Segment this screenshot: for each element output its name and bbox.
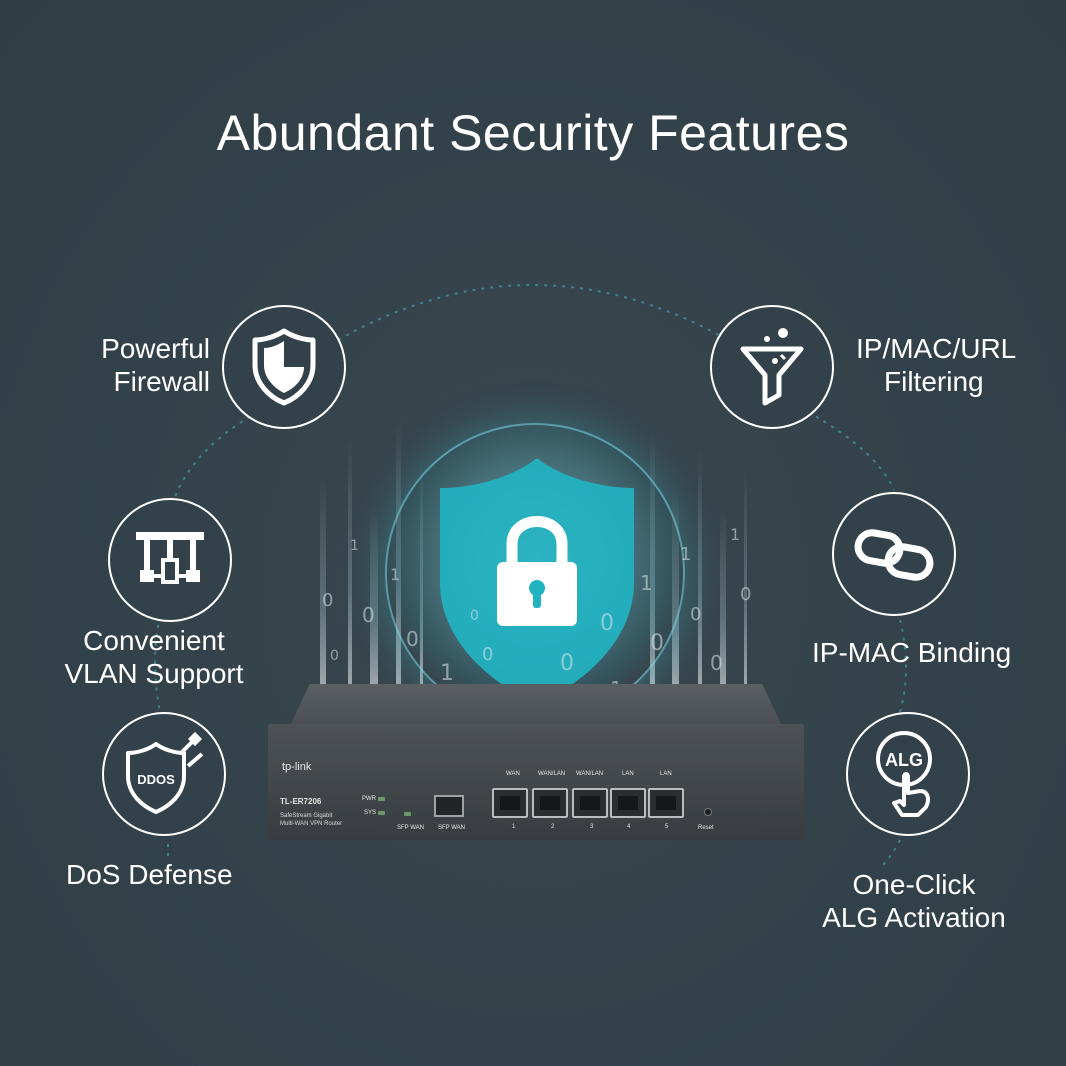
port-label-4: LAN xyxy=(622,771,634,777)
port-label-2: WAN/LAN xyxy=(538,771,566,777)
chain-link-icon xyxy=(854,529,934,581)
ethernet-port-5 xyxy=(648,788,684,818)
led-sfp-indicator xyxy=(404,812,411,816)
ethernet-port-4 xyxy=(610,788,646,818)
feature-circle-binding xyxy=(832,492,956,616)
ethernet-port-1 xyxy=(492,788,528,818)
binary-digit: 1 xyxy=(640,571,653,595)
binary-digit: 0 xyxy=(600,611,614,636)
binary-digit: 1 xyxy=(680,544,691,565)
led-pwr-label: PWR xyxy=(362,796,376,802)
shield-icon xyxy=(252,328,316,406)
ddos-badge-text: DDOS xyxy=(137,772,175,787)
binary-digit: 0 xyxy=(362,603,375,627)
port-label-5: LAN xyxy=(660,771,672,777)
binary-digit: 0 xyxy=(470,608,479,624)
binary-digit: 1 xyxy=(440,661,454,686)
arc-top-segment xyxy=(337,284,729,341)
binary-digit: 0 xyxy=(482,644,493,665)
feature-label-filtering: IP/MAC/URL Filtering xyxy=(856,332,1016,398)
port-number-2: 2 xyxy=(551,824,555,830)
led-sys-label: SYS xyxy=(364,810,377,816)
feature-label-line: ALG Activation xyxy=(822,902,1006,933)
ddos-shield-icon: DDOS xyxy=(126,732,204,814)
binary-digit: 0 xyxy=(406,627,419,651)
arc-right-lower-segment xyxy=(899,619,907,713)
router-top-panel xyxy=(290,684,782,726)
ethernet-port-2 xyxy=(532,788,568,818)
feature-label-line: Convenient xyxy=(83,625,225,656)
feature-label-line: One-Click xyxy=(852,869,976,900)
feature-circle-filtering xyxy=(710,305,834,429)
funnel-icon xyxy=(740,328,804,406)
port-number-5: 5 xyxy=(665,824,669,830)
binary-digit: 0 xyxy=(710,651,723,675)
ethernet-port-3 xyxy=(572,788,608,818)
feature-label-firewall: Powerful Firewall xyxy=(90,332,210,398)
feature-circle-dos: DDOS xyxy=(102,712,226,836)
led-sys-indicator xyxy=(378,811,385,815)
led-pwr-indicator xyxy=(378,797,385,801)
reset-button-hole xyxy=(704,808,712,816)
router-device: tp-link TL-ER7206 SafeStream Gigabit Mul… xyxy=(268,684,804,840)
feature-label-line: IP/MAC/URL xyxy=(856,333,1017,364)
feature-circle-vlan xyxy=(108,498,232,622)
feature-label-line: Powerful xyxy=(101,333,210,364)
feature-label-vlan: Convenient VLAN Support xyxy=(54,624,254,690)
page-title: Abundant Security Features xyxy=(216,105,850,161)
arc-right-upper-segment xyxy=(807,411,895,491)
binary-digit: 0 xyxy=(322,590,333,611)
feature-circle-firewall xyxy=(222,305,346,429)
binary-digit: 0 xyxy=(560,651,574,676)
port-label-1: WAN xyxy=(506,771,520,777)
feature-label-line: VLAN Support xyxy=(64,658,244,689)
feature-label-line: Filtering xyxy=(884,366,984,397)
arc-left-lower-segment xyxy=(154,615,161,713)
binary-digit: 1 xyxy=(390,565,400,584)
binary-digit: 1 xyxy=(730,525,740,544)
router-brand: tp-link xyxy=(282,761,312,773)
arc-left-upper-segment xyxy=(171,411,259,506)
binary-digit: 0 xyxy=(740,584,751,605)
network-tree-icon xyxy=(136,532,204,584)
binary-digit: 1 xyxy=(350,538,359,554)
feature-label-alg: One-Click ALG Activation xyxy=(814,868,1014,934)
binary-digit: 0 xyxy=(650,631,664,656)
feature-label-dos: DoS Defense xyxy=(66,859,233,890)
reset-label: Reset xyxy=(698,825,714,831)
alg-click-icon: ALG xyxy=(876,731,932,817)
port-number-4: 4 xyxy=(627,824,631,830)
sfp-wan-led-label: SFP WAN xyxy=(397,825,425,831)
arc-right-tail xyxy=(879,839,901,869)
feature-label-line: Firewall xyxy=(113,366,210,397)
binary-digit: 0 xyxy=(330,648,339,664)
feature-label-binding: IP-MAC Binding xyxy=(812,637,1012,668)
alg-badge-text: ALG xyxy=(885,750,923,770)
port-label-3: WAN/LAN xyxy=(576,771,604,777)
sfp-port xyxy=(434,795,464,817)
padlock-shield-icon xyxy=(440,458,634,704)
router-description-line2: Multi-WAN VPN Router xyxy=(280,821,343,827)
router-model: TL-ER7206 xyxy=(280,797,322,806)
router-description-line1: SafeStream Gigabit xyxy=(280,813,333,819)
port-number-1: 1 xyxy=(512,824,516,830)
router-front-panel xyxy=(268,724,804,840)
binary-digit: 0 xyxy=(690,604,701,625)
port-number-3: 3 xyxy=(590,824,594,830)
sfp-wan-label: SFP WAN xyxy=(438,825,466,831)
feature-circle-alg: ALG xyxy=(846,712,970,836)
